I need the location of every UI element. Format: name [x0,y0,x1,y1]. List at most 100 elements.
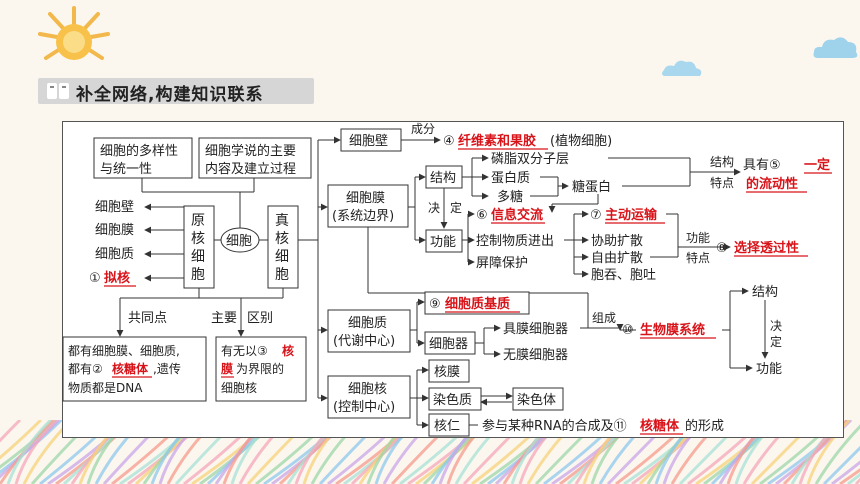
answer-8-number: ⑧ [716,241,728,256]
answer-9-number: ⑨ [429,297,441,312]
eukaryote-char-4: 胞 [275,267,289,283]
answer-4-number: ④ [443,134,455,149]
cell-theory-box [198,137,312,179]
cell-membrane-box [327,184,409,228]
book-icon [47,83,69,99]
answer-1-number: ① [89,271,101,286]
prokaryote-char-2: 核 [191,231,205,247]
common-line-2b: ,遗传 [153,361,181,376]
diff-line-1a: 有无以③ [221,344,268,358]
nucleus-title: 细胞核 [348,382,387,397]
cloud-decoration [662,60,702,76]
page-title: 补全网络,构建知识联系 [76,85,264,105]
facilitated-diffusion: 协助扩散 [591,234,643,249]
feature-label: 特点 [710,175,734,190]
glycoprotein-label: 糖蛋白 [572,179,611,195]
cell-label: 细胞 [226,234,252,249]
membranous-organelle: 具膜细胞器 [503,322,568,337]
answer-11-ribosome: 核糖体 [640,418,680,434]
cell-theory-line-2: 内容及建立过程 [205,161,296,177]
common-line-3: 物质都是DNA [68,381,143,395]
common-line-2a: 都有② [68,362,103,376]
prokaryote-char-1: 原 [191,213,205,229]
diff-line-2b: 为界限的 [236,361,284,376]
membrane-function-label: 功能 [430,235,456,250]
cell-theory-line-1: 细胞学说的主要 [205,143,296,159]
answer-4-cellulose-pectin: 纤维素和果胶 [458,133,536,149]
membrane-structure-label: 结构 [430,171,456,186]
diversity-line-1: 细胞的多样性 [100,143,178,159]
answer-5-part-1: 一定 [804,157,830,173]
cloud-decoration [813,37,858,58]
sun-decoration [38,6,110,60]
organelle-label: 细胞器 [429,337,468,352]
decide-char-3: 决 [770,319,782,333]
cytoplasm-title: 细胞质 [348,316,387,331]
answer-7-active-transport: 主动运输 [605,207,658,223]
answer-6-number: ⑥ [476,208,488,223]
answer-10-biomembrane-system: 生物膜系统 [640,322,705,338]
common-label: 共同点 [128,311,167,326]
answer-3-nuclear-1: 核 [282,343,294,358]
chromosome-box [512,387,564,411]
eukaryote-char-1: 真 [275,213,289,229]
left-item-cytoplasm: 细胞质 [95,247,134,262]
cell-membrane-title: 细胞膜 [346,191,385,206]
prokaryote-char-4: 胞 [191,267,205,283]
nucleolus-label: 核仁 [434,419,460,434]
nuclear-envelope-box [428,359,470,383]
diff-line-3: 细胞核 [221,381,257,395]
cell-wall-label: 细胞壁 [349,134,388,149]
decide-char-1: 决 [428,201,440,215]
struct-label: 结构 [710,154,734,169]
left-item-cell-membrane: 细胞膜 [95,223,134,238]
function-label-3: 功能 [756,362,782,377]
answer-10-number: ⑩ [622,323,634,338]
endocytosis-exocytosis: 胞吞、胞吐 [591,268,656,283]
control-transport-label: 控制物质进出 [476,234,554,249]
answer-2-ribosome: 核糖体 [112,361,149,376]
chromosome-label: 染色体 [517,392,556,408]
answer-5-prefix: 具有⑤ [743,158,781,173]
diff-label: 区别 [247,311,273,326]
answer-5-fluidity: 的流动性 [746,176,798,192]
answer-9-cytosol: 细胞质基质 [445,296,510,312]
decide-char-2: 定 [450,200,462,215]
nuclear-envelope-label: 核膜 [434,365,460,380]
plant-cell-note: (植物细胞) [550,134,612,149]
common-box [62,336,207,402]
free-diffusion: 自由扩散 [591,251,643,266]
section-banner [38,78,314,104]
nucleolus-text-prefix: 参与某种RNA的合成及⑪ [482,418,627,434]
diversity-box [93,137,193,179]
nucleus-box [327,375,411,419]
answer-3-nuclear-2: 膜 [221,361,233,376]
answer-6-information-exchange: 信息交流 [491,207,543,223]
prokaryote-char-3: 细 [191,249,205,265]
component-polysaccharide: 多糖 [497,189,523,205]
left-item-cell-wall: 细胞壁 [95,200,134,215]
component-protein: 蛋白质 [491,170,530,186]
function-label-2: 功能 [686,231,710,245]
diversity-line-2: 与统一性 [100,162,152,177]
membrane-function-box [425,229,463,253]
cytoplasm-subtitle: (代谢中心) [333,333,395,349]
feature-label-2: 特点 [686,250,710,265]
prokaryote-box [183,205,215,289]
barrier-protection-label: 屏障保护 [476,256,528,271]
eukaryote-char-2: 核 [275,231,289,247]
cytoplasm-box [327,309,411,353]
main-label: 主要 [211,311,237,326]
difference-box [215,336,307,402]
common-line-1: 都有细胞膜、细胞质, [68,344,180,358]
structure-label-2: 结构 [752,285,778,300]
decide-char-4: 定 [770,334,782,349]
answer-1-nucleoid: 拟核 [104,270,130,286]
compose-label: 组成 [592,311,616,325]
component-phospholipid: 磷脂双分子层 [491,152,569,167]
chromatin-label: 染色质 [433,392,472,408]
eukaryote-box [267,205,299,289]
composition-label: 成分 [411,122,435,136]
nucleus-subtitle: (控制中心) [333,400,395,415]
